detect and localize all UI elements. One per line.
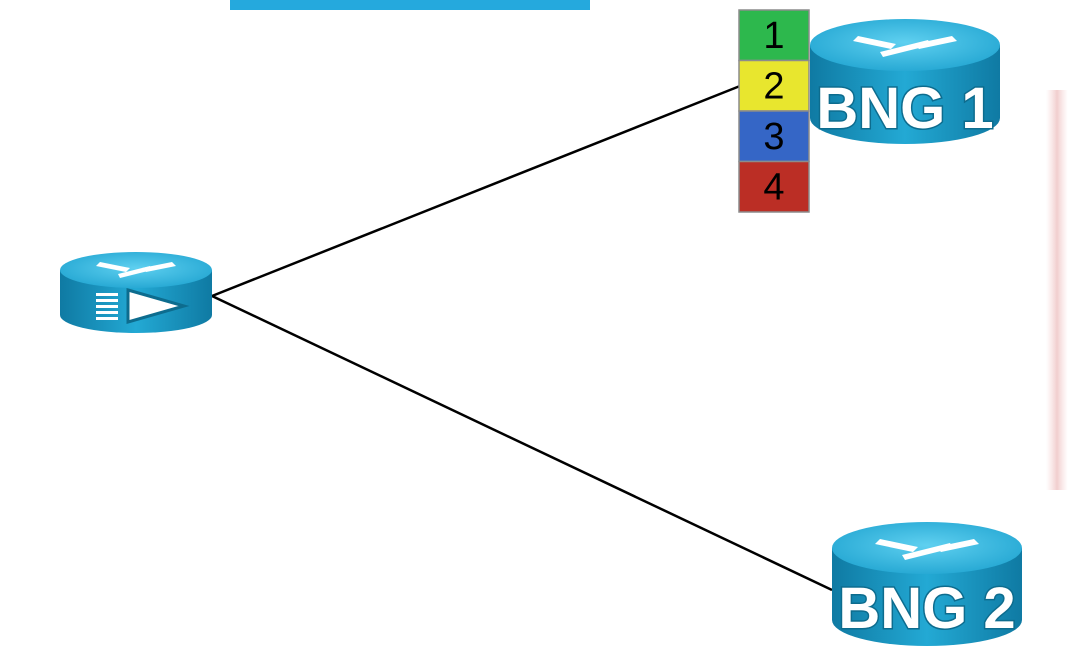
router-cross-arrows-icon <box>96 262 176 278</box>
bng2-label: BNG 2 <box>838 576 1015 641</box>
vlan-box-1 <box>738 9 810 62</box>
vlan-label-4: 4 <box>763 167 784 209</box>
bng2-router: BNG 2 <box>832 522 1022 646</box>
bng1-router: BNG 1 <box>810 19 1000 144</box>
vlan-box-4 <box>738 160 810 213</box>
vlan-label-1: 1 <box>763 15 784 57</box>
link-access-to-bng1 <box>211 84 741 298</box>
router-arrow-icon <box>96 288 190 324</box>
background-panel-edge <box>1046 90 1068 490</box>
vlan-stack: 1 2 3 4 <box>738 9 810 213</box>
cropped-title-remnant <box>230 0 590 10</box>
link-access-to-bng2 <box>211 294 833 592</box>
vlan-box-3 <box>738 110 810 163</box>
router-cross-arrows-icon <box>853 36 957 57</box>
vlan-label-2: 2 <box>763 66 784 108</box>
bng1-label: BNG 1 <box>816 76 993 141</box>
router-cross-arrows-icon <box>875 539 979 560</box>
access-router <box>60 252 212 333</box>
vlan-label-3: 3 <box>763 116 784 158</box>
